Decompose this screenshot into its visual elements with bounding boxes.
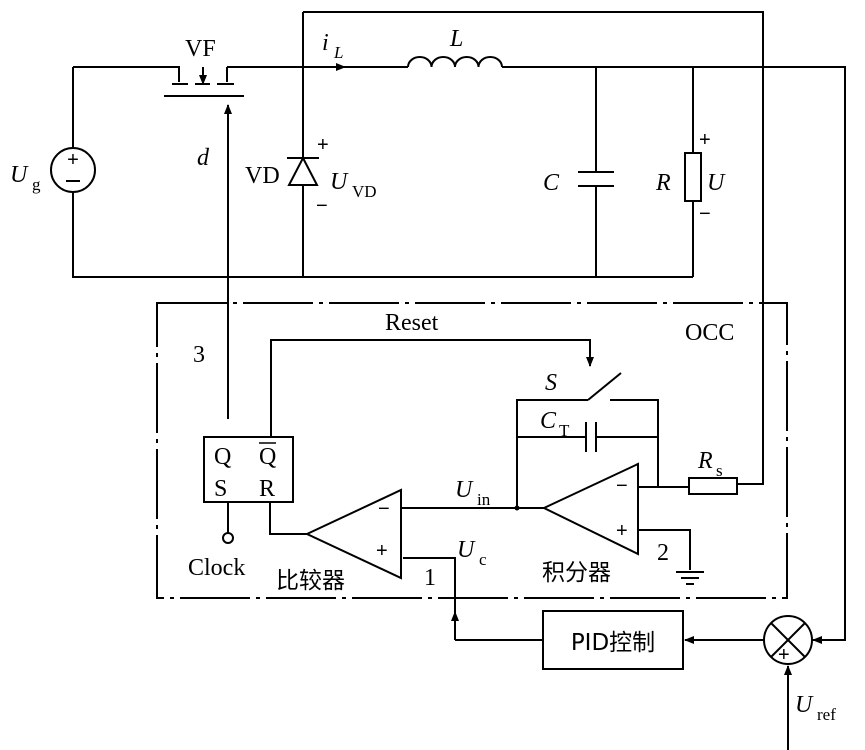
- reset-wire: [270, 339, 594, 437]
- integrator-label: 积分器: [542, 560, 611, 586]
- comp-minus: −: [378, 498, 390, 520]
- switch-s-label: S: [545, 370, 557, 396]
- node-1-label: 1: [424, 565, 436, 591]
- int-ground-wire: [638, 529, 691, 570]
- vd-label: VD: [245, 163, 280, 189]
- sum-plus: +: [778, 644, 790, 666]
- uvd-minus: −: [316, 195, 328, 217]
- il-label: i: [322, 30, 329, 56]
- occ-box: [156, 302, 788, 599]
- uvd-plus: +: [317, 134, 329, 156]
- integrator-opamp: [541, 462, 639, 556]
- ff-r: R: [259, 476, 275, 502]
- u-minus: −: [699, 203, 711, 225]
- rs-label: R: [697, 448, 713, 474]
- uref-sub: ref: [817, 705, 836, 724]
- uc-label: U: [457, 537, 476, 563]
- int-minus: −: [616, 475, 628, 497]
- capacitor-label: C: [543, 170, 560, 196]
- power-stage-wires: [72, 11, 846, 644]
- clock-label: Clock: [188, 555, 245, 581]
- uin-sub: in: [477, 490, 491, 509]
- inductor-l: [407, 56, 503, 68]
- resistor-rs: [688, 477, 738, 495]
- occ-label: OCC: [685, 320, 734, 346]
- u-out-label: U: [707, 170, 726, 196]
- ct-sub: T: [559, 421, 570, 440]
- capacitor-c: [578, 171, 614, 187]
- voltage-source-ug: +: [50, 147, 96, 193]
- ff-s: S: [214, 476, 227, 502]
- comp-plus: +: [376, 540, 388, 562]
- uc-sub: c: [479, 550, 487, 569]
- ug-label: U: [10, 162, 29, 188]
- resistor-label: R: [655, 170, 671, 196]
- reset-label: Reset: [385, 310, 439, 336]
- ug-sub: g: [32, 175, 41, 194]
- diode-vd: [287, 155, 319, 186]
- node-3-label: 3: [193, 342, 205, 368]
- switch-s: [587, 372, 622, 401]
- int-plus: +: [616, 520, 628, 542]
- comparator-opamp: [304, 488, 402, 580]
- ct-label: C: [540, 408, 557, 434]
- uin-label: U: [455, 477, 474, 503]
- uref-label: U: [795, 692, 814, 718]
- inductor-label: L: [449, 26, 463, 52]
- mosfet-vf: [163, 66, 244, 97]
- uvd-sub: VD: [352, 182, 377, 201]
- ff-q: Q: [214, 444, 231, 470]
- ff-qbar: Q: [259, 444, 276, 470]
- pid-label: PID控制: [571, 630, 655, 656]
- node-2-label: 2: [657, 540, 669, 566]
- ground-icon: [676, 571, 704, 585]
- rs-sub: s: [716, 461, 723, 480]
- summing-junction: [763, 615, 813, 665]
- resistor-r: [684, 152, 702, 202]
- svg-text:+: +: [67, 149, 79, 171]
- uvd-label: U: [330, 169, 349, 195]
- u-plus: +: [699, 129, 711, 151]
- d-label: d: [197, 145, 210, 171]
- il-sub: L: [333, 43, 343, 62]
- vf-label: VF: [185, 36, 216, 62]
- comparator-label: 比较器: [276, 568, 345, 594]
- clock-terminal: [222, 532, 234, 544]
- sr-flip-flop: [203, 436, 294, 503]
